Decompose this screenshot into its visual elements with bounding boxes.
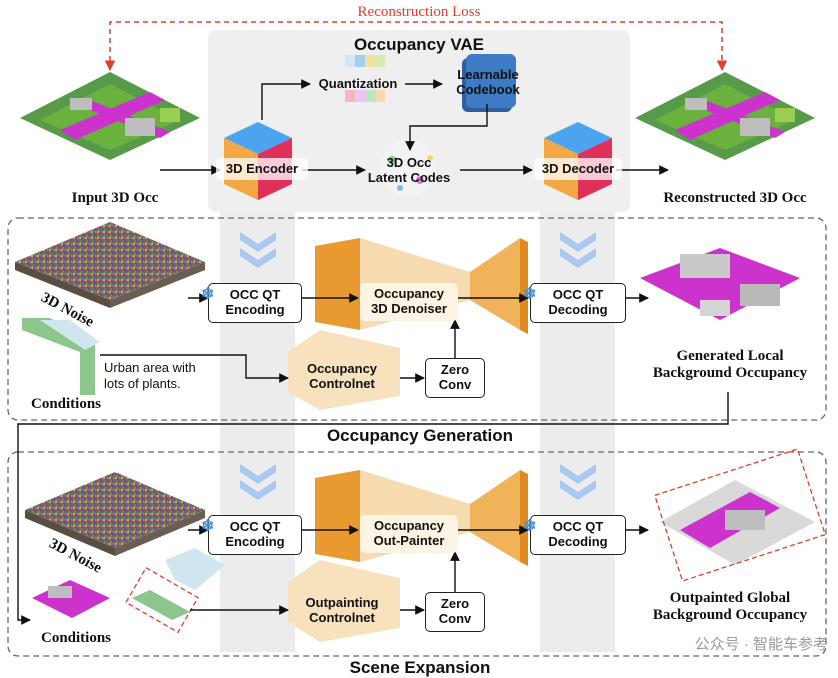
exp-encoding-box: ❄ OCC QT Encoding: [201, 515, 302, 555]
generated-local-scene: [640, 248, 800, 320]
exp-output-label: Outpainted Global Background Occupancy: [652, 590, 808, 624]
gen-zero-conv-box: Zero Conv: [425, 358, 485, 398]
encoder-label: 3D Encoder: [216, 158, 308, 180]
watermark: 公众号 · 智能车参考: [694, 636, 828, 653]
reconstructed-occ-scene: [635, 72, 815, 160]
input-occ-scene: [20, 72, 200, 160]
latent-codes-label: 3D Occ Latent Codes: [367, 155, 451, 185]
exp-condition-scene: [32, 548, 225, 634]
denoiser-label: Occupancy 3D Denoiser: [360, 283, 458, 321]
generation-title: Occupancy Generation: [326, 426, 514, 445]
gen-noise-volume: [15, 222, 205, 308]
gen-condition-road: [22, 318, 100, 395]
gen-encoding-box: ❄ OCC QT Encoding: [201, 283, 302, 323]
chevron-down-icon: [240, 232, 596, 500]
codebook-label: Learnable Codebook: [456, 67, 520, 97]
reconstruction-loss-arrow: [104, 21, 728, 72]
gen-conditions-label: Conditions: [30, 396, 102, 412]
exp-zero-conv-box: Zero Conv: [425, 592, 485, 632]
latent-codes-icon: [380, 140, 436, 196]
snowflake-icon: ❄: [201, 518, 215, 535]
exp-decoding-box: ❄ OCC QT Decoding: [523, 515, 626, 555]
reconstruction-loss-label: Reconstruction Loss: [357, 4, 481, 20]
snowflake-icon: ❄: [201, 286, 215, 303]
input-occ-label: Input 3D Occ: [71, 190, 159, 206]
gen-condition-text: Urban area with lots of plants.: [104, 360, 196, 391]
generation-frame: [7, 217, 827, 421]
gen-controlnet-label: Occupancy Controlnet: [306, 361, 378, 391]
vae-title: Occupancy VAE: [353, 35, 485, 54]
exp-controlnet-shape: [288, 560, 400, 642]
snowflake-icon: ❄: [523, 286, 537, 303]
gen-decoding-box: ❄ OCC QT Decoding: [523, 283, 626, 323]
exp-conditions-label: Conditions: [40, 630, 112, 646]
decoder-label: 3D Decoder: [534, 158, 622, 180]
outpainted-global-scene: [653, 448, 827, 582]
quantization-label: Quantization: [318, 75, 398, 91]
codebook-icon: [462, 54, 516, 112]
expansion-title: Scene Expansion: [349, 658, 491, 677]
reconstructed-occ-label: Reconstructed 3D Occ: [663, 190, 807, 206]
exp-controlnet-label: Outpainting Controlnet: [305, 595, 379, 625]
quantization-strip: [345, 55, 385, 102]
painter-label: Occupancy Out-Painter: [360, 515, 458, 553]
snowflake-icon: ❄: [523, 518, 537, 535]
gen-output-label: Generated Local Background Occupancy: [652, 348, 808, 382]
expansion-frame: [7, 451, 827, 657]
exp-noise-volume: [25, 472, 205, 556]
gen-controlnet-shape: [288, 330, 400, 410]
